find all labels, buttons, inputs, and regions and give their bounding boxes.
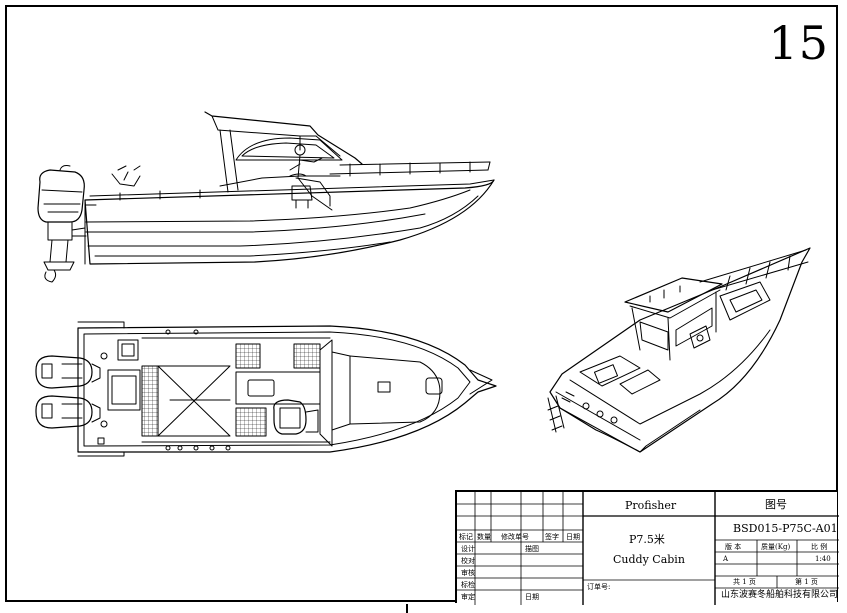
deck-fittings	[165, 329, 231, 451]
plan-view	[35, 321, 497, 457]
helm-seat-plan	[273, 399, 319, 435]
center-mark	[406, 604, 408, 613]
model-type: Cuddy Cabin	[613, 553, 685, 566]
helmsman-figure	[289, 144, 333, 211]
sign-row-approve: 审定	[461, 593, 475, 601]
rev-header-date: 日期	[566, 533, 580, 541]
twin-outboards-plan	[35, 355, 101, 429]
outboard-engine	[37, 165, 87, 283]
order-number-label: 订单号:	[587, 583, 611, 591]
sign-row-review: 审核	[461, 569, 475, 577]
company-name-en: Profisher	[625, 499, 677, 512]
rev-header-sign: 签字	[545, 533, 559, 541]
sheets-total: 共 1 页	[733, 578, 756, 586]
sign-row-design: 设计	[461, 545, 475, 553]
sheet-number: 15	[768, 16, 829, 70]
side-elevation-view	[37, 111, 495, 283]
drawing-border	[5, 5, 838, 602]
label-tracing: 描图	[525, 545, 539, 553]
title-block: 标记 数量 修改单号 签字 日期 设计 校对 审核 标检 审定 描图 日期 Pr…	[455, 490, 839, 605]
sign-row-check: 校对	[461, 557, 475, 565]
label-date: 日期	[525, 593, 539, 601]
rev-header-change-no: 修改单号	[501, 533, 529, 541]
scale-label: 比 例	[811, 543, 828, 551]
rev-header-mark: 标记	[459, 533, 473, 541]
version-label: 版 本	[725, 543, 742, 551]
drawing-code: BSD015-P75C-A01	[733, 522, 838, 535]
isometric-view	[547, 247, 811, 453]
model-name: P7.5米	[629, 533, 665, 546]
rev-header-qty: 数量	[477, 533, 491, 541]
sign-row-standard: 标检	[461, 581, 475, 589]
manufacturer-name: 山东波赛冬船舶科技有限公司	[721, 590, 839, 600]
scale-value: 1:40	[815, 555, 831, 563]
version-value: A	[723, 555, 729, 563]
weight-label: 质量(Kg)	[761, 543, 791, 551]
sheet-current: 第 1 页	[795, 578, 818, 586]
drawing-no-label: 图号	[765, 498, 787, 511]
